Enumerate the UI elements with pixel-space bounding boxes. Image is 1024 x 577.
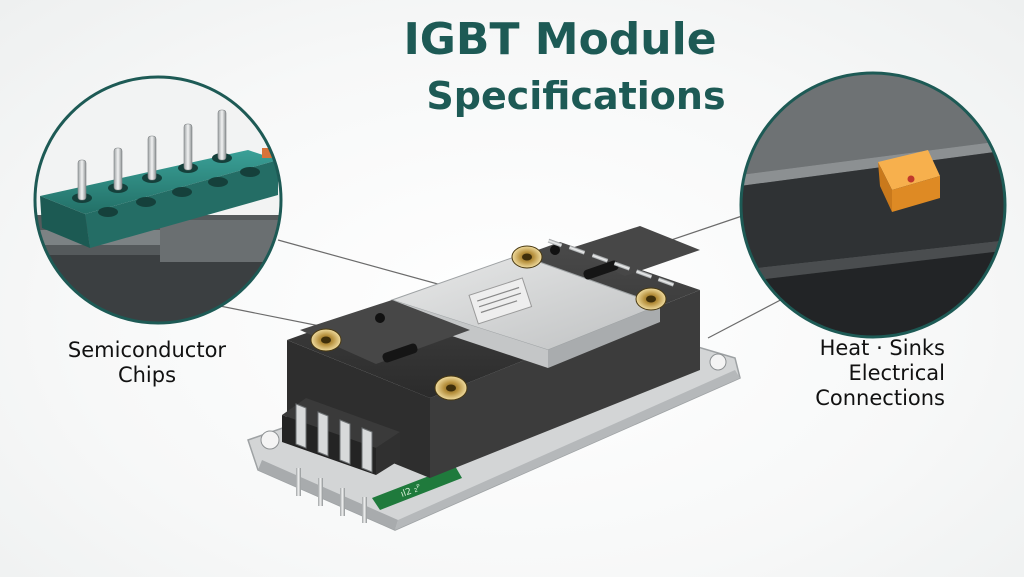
callout-left-line-1: Semiconductor [67, 338, 227, 362]
teal-pin-block [40, 150, 278, 214]
pcb-strip [372, 466, 462, 510]
callout-right-line-1: Heat · Sinks [819, 336, 945, 360]
front-connector [282, 398, 400, 475]
slot-right [583, 260, 619, 280]
mount-hole-left [260, 430, 280, 450]
igbt-module: ıl2 ₂ᴾ [247, 226, 741, 531]
header-pins [77, 109, 227, 201]
zoom-ring-right [739, 71, 1007, 339]
brass-terminals [310, 245, 667, 401]
zoom-circle-right [739, 71, 1007, 339]
callout-right-line-3: Connections [815, 386, 945, 410]
cover-label [468, 277, 533, 325]
title-line-1: IGBT Module [403, 14, 717, 65]
callout-right-line-2: Electrical [848, 361, 945, 385]
mount-hole-right [709, 353, 727, 371]
orange-thermal-pad [878, 150, 940, 212]
back-pins [547, 238, 675, 287]
zoom-ring-left [33, 75, 283, 325]
callout-label-left: Semiconductor Chips [42, 338, 252, 388]
title-line-2: Specifications [426, 74, 726, 118]
bottom-pins [296, 468, 367, 523]
slot-left [382, 343, 418, 363]
module-body-side [430, 290, 700, 478]
zoom-circle-left [33, 75, 283, 325]
leader-line-right-lower [707, 294, 791, 339]
callout-left-line-2: Chips [117, 363, 177, 387]
callout-label-right: Heat · Sinks Electrical Connections [770, 336, 945, 411]
